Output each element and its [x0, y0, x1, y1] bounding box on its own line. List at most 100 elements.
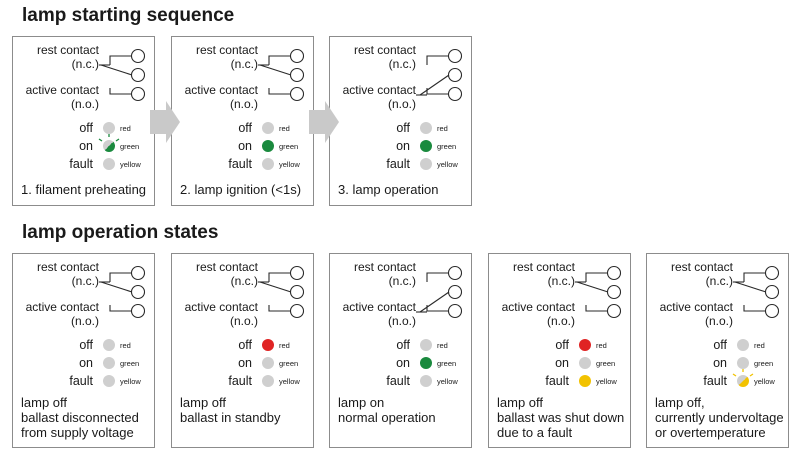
led-fault — [103, 158, 115, 170]
rest-contact-label-line: (n.c.) — [705, 274, 733, 288]
active-contact-line — [743, 305, 766, 312]
active-contact-label-line: active contact — [659, 300, 733, 314]
led-fault-blinking — [732, 369, 754, 387]
led-color-label-off: red — [279, 124, 290, 133]
terminal-circle-2 — [764, 284, 780, 300]
led-off — [420, 122, 432, 134]
terminal-circle-1 — [289, 48, 305, 64]
led-color-label-fault: yellow — [279, 160, 300, 169]
terminal-circle-2 — [447, 284, 463, 300]
switch-arm — [100, 281, 133, 293]
contact-diagram — [416, 265, 463, 319]
panel-caption-line: 1. filament preheating — [21, 182, 147, 197]
terminal-circle-1 — [606, 265, 622, 281]
switch-arm — [576, 281, 609, 293]
led-on — [262, 357, 274, 369]
active-contact-label-line: (n.o.) — [70, 97, 99, 111]
led-off — [262, 339, 274, 351]
led-color-label-fault: yellow — [279, 377, 300, 386]
panel-caption-line: currently undervoltage — [655, 410, 784, 425]
panel-caption: 3. lamp operation — [338, 182, 438, 197]
rest-contact-line — [268, 55, 291, 65]
switch-arm — [259, 281, 292, 293]
panel-caption-line: from supply voltage — [21, 425, 134, 440]
panel-caption-line: lamp off — [21, 395, 68, 410]
state-label-fault: fault — [69, 374, 93, 388]
rest-contact-label-line: rest contact — [36, 260, 99, 274]
led-off — [262, 122, 274, 134]
rest-contact-line — [268, 272, 291, 282]
led-color-label-on: green — [596, 359, 616, 368]
rest-contact-label-line: rest contact — [670, 260, 733, 274]
contact-diagram — [575, 265, 622, 319]
led-off — [420, 339, 432, 351]
sequence-arrow-shape — [150, 101, 180, 143]
state-label-off: off — [713, 338, 727, 352]
led-color-label-fault: yellow — [120, 377, 141, 386]
led-on — [579, 357, 591, 369]
blink-ray — [115, 138, 120, 142]
state-label-on: on — [555, 356, 569, 370]
led-fault — [103, 375, 115, 387]
active-contact-label-line: (n.o.) — [229, 97, 258, 111]
active-contact-label-line: active contact — [184, 300, 258, 314]
rest-contact-label: rest contact(n.c.) — [671, 260, 733, 288]
terminal-circle-3 — [130, 303, 146, 319]
state-label-fault: fault — [386, 157, 410, 171]
rest-contact-label: rest contact(n.c.) — [354, 43, 416, 71]
active-contact-label-line: active contact — [25, 300, 99, 314]
rest-contact-label-line: (n.c.) — [547, 274, 575, 288]
led-on — [262, 140, 274, 152]
contact-diagram — [258, 265, 305, 319]
blink-ray — [749, 373, 754, 377]
terminal-circle-3 — [447, 303, 463, 319]
terminal-circle-1 — [289, 265, 305, 281]
active-contact-label: active contact(n.o.) — [343, 300, 416, 328]
panel-caption-line: or overtemperature — [655, 425, 766, 440]
rest-contact-label: rest contact(n.c.) — [513, 260, 575, 288]
panel-caption: 1. filament preheating — [21, 182, 146, 197]
active-contact-label-line: (n.o.) — [546, 314, 575, 328]
terminal-circle-1 — [130, 48, 146, 64]
panel-caption-line: normal operation — [338, 410, 436, 425]
panel-caption-line: ballast disconnected — [21, 410, 139, 425]
active-contact-label: active contact(n.o.) — [343, 83, 416, 111]
terminal-circle-3 — [289, 86, 305, 102]
state-label-on: on — [238, 356, 252, 370]
led-color-label-on: green — [437, 142, 457, 151]
led-fault — [420, 158, 432, 170]
state-panel: rest contact(n.c.)active contact(n.o.)of… — [329, 253, 472, 448]
led-off — [103, 339, 115, 351]
led-fault — [262, 158, 274, 170]
panel-caption-line: due to a fault — [497, 425, 573, 440]
state-panel: rest contact(n.c.)active contact(n.o.)of… — [171, 253, 314, 448]
state-label-fault: fault — [703, 374, 727, 388]
sequence-arrow-icon — [150, 101, 180, 143]
state-label-off: off — [555, 338, 569, 352]
active-contact-label: active contact(n.o.) — [26, 300, 99, 328]
contact-diagram — [258, 48, 305, 102]
rest-contact-label: rest contact(n.c.) — [37, 43, 99, 71]
switch-arm — [734, 281, 767, 293]
led-fault — [262, 375, 274, 387]
terminal-circle-3 — [130, 86, 146, 102]
terminal-circle-2 — [447, 67, 463, 83]
blink-ray — [98, 138, 103, 142]
led-off — [737, 339, 749, 351]
blink-rays-icon — [98, 134, 120, 142]
led-fault — [579, 375, 591, 387]
state-panel: rest contact(n.c.)active contact(n.o.)of… — [646, 253, 789, 448]
led-on — [103, 357, 115, 369]
state-label-on: on — [396, 139, 410, 153]
state-label-off: off — [79, 338, 93, 352]
rest-contact-label: rest contact(n.c.) — [196, 260, 258, 288]
rest-contact-line — [426, 272, 449, 282]
rest-contact-line — [743, 272, 766, 282]
panel-caption-line: 2. lamp ignition (<1s) — [180, 182, 302, 197]
active-contact-line — [268, 305, 291, 312]
rest-contact-label-line: (n.c.) — [230, 274, 258, 288]
state-label-on: on — [238, 139, 252, 153]
panel-caption: 2. lamp ignition (<1s) — [180, 182, 301, 197]
